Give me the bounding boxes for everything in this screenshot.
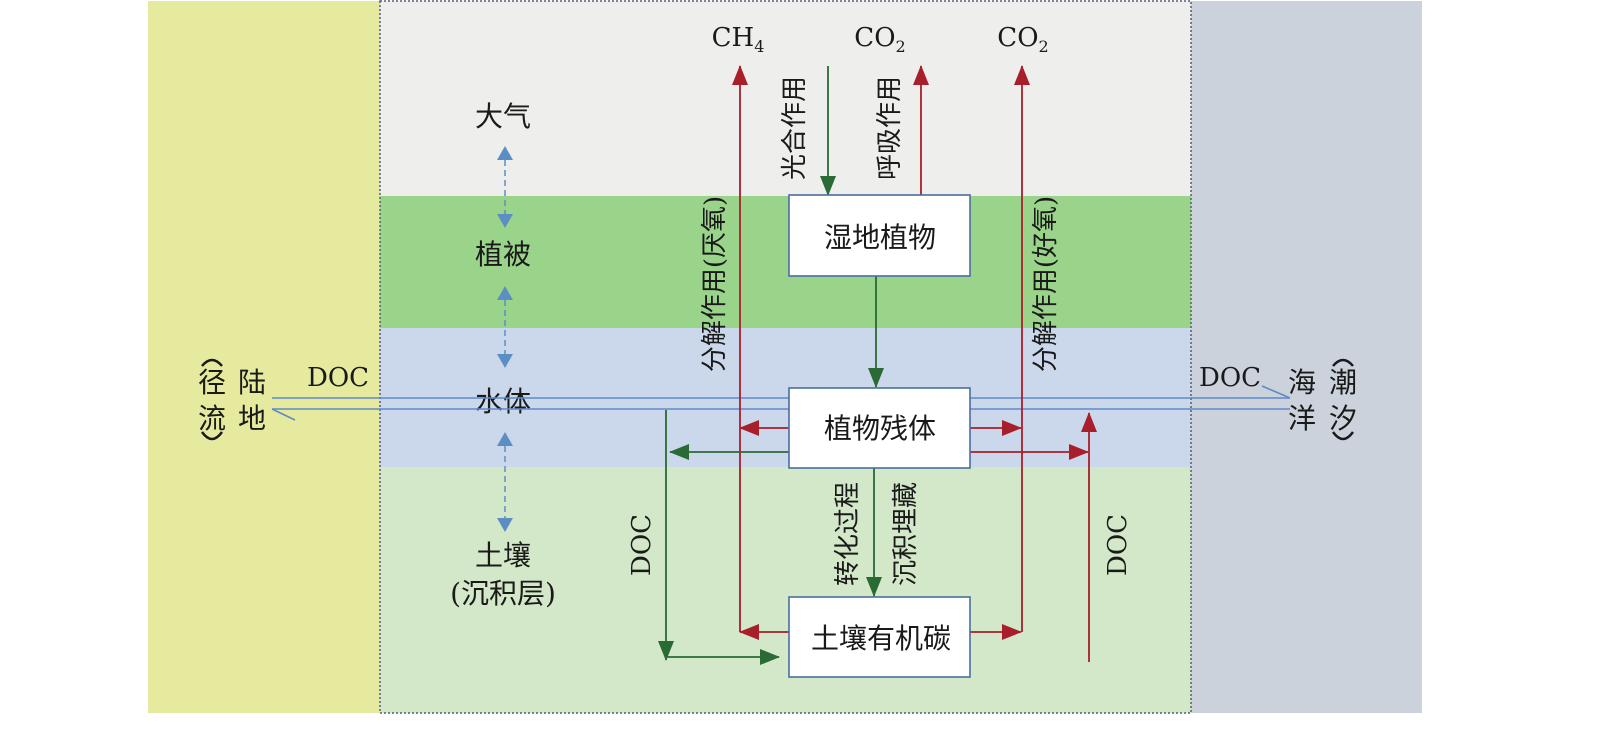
doc-ocean-label: DOC — [1199, 363, 1261, 393]
doc-ocean-tick — [1261, 385, 1291, 399]
layer-label-atmosphere: 大气 — [475, 100, 531, 133]
arrowhead-down-icon — [497, 214, 513, 228]
arrowhead-down-icon — [497, 354, 513, 368]
layer-exchange-arrowheads — [497, 146, 513, 532]
red-flows — [732, 65, 1097, 662]
ocean-region — [1191, 1, 1422, 713]
runoff-label-2: 流 — [198, 402, 226, 435]
box-soil-organic-carbon: 土壤有机碳 — [788, 596, 971, 678]
wetland-boundary — [379, 0, 1192, 714]
ocean-label-2: 洋 — [1288, 402, 1316, 435]
box-plant-residue: 植物残体 — [788, 387, 971, 469]
arrowhead-up-icon — [497, 286, 513, 300]
atmosphere-layer — [380, 1, 1191, 196]
box-soil-organic-carbon-frame — [788, 596, 971, 678]
runoff-paren-bottom — [200, 431, 224, 441]
layer-label-soil: 土壤 — [475, 539, 531, 572]
runoff-paren-top — [201, 358, 223, 367]
process-anaerobic-decomposition-label: 分解作用(厌氧) — [700, 196, 730, 372]
arrowhead-down-icon — [497, 518, 513, 532]
box-wetland-plants-label: 湿地植物 — [824, 221, 936, 254]
vegetation-layer — [380, 196, 1191, 328]
arrowhead-up-icon — [497, 432, 513, 446]
land-label-1: 陆 — [238, 366, 266, 399]
ocean-label-1: 海 — [1288, 366, 1316, 399]
doc-left-vertical-label: DOC — [627, 514, 657, 576]
process-respiration-label: 呼吸作用 — [875, 76, 905, 180]
process-burial-label: 沉积埋藏 — [891, 482, 921, 586]
box-soil-organic-carbon-label: 土壤有机碳 — [811, 622, 951, 655]
tide-paren-top — [1332, 358, 1354, 367]
doc-exchange-lines — [271, 385, 1291, 421]
green-flows — [658, 66, 884, 665]
land-region — [148, 1, 380, 713]
layer-label-water: 水体 — [475, 385, 531, 418]
layer-label-sediment: (沉积层) — [450, 577, 556, 610]
box-wetland-plants-frame — [788, 194, 971, 277]
runoff-label-1: 径 — [198, 366, 226, 399]
process-photosynthesis-label: 光合作用 — [780, 76, 810, 180]
process-aerobic-decomposition-label: 分解作用(好氧) — [1031, 196, 1061, 372]
gas-co2-aerobic-label: CO2 — [997, 23, 1048, 56]
gas-co2-respiration-label: CO2 — [854, 23, 905, 56]
box-plant-residue-label: 植物残体 — [824, 412, 936, 445]
land-label-2: 地 — [238, 402, 266, 435]
tide-label-1: 潮 — [1329, 366, 1357, 399]
doc-right-vertical-label: DOC — [1103, 514, 1133, 576]
soil-layer — [380, 467, 1191, 713]
arrowhead-up-icon — [497, 146, 513, 160]
doc-land-tick — [271, 408, 296, 421]
gas-ch4-label: CH4 — [712, 23, 765, 56]
layer-label-vegetation: 植被 — [475, 238, 531, 271]
doc-land-label: DOC — [307, 363, 369, 393]
tide-paren-bottom — [1331, 431, 1355, 441]
box-plant-residue-frame — [788, 387, 971, 469]
process-transformation-label: 转化过程 — [833, 482, 863, 586]
box-wetland-plants: 湿地植物 — [788, 194, 971, 277]
tide-label-2: 汐 — [1329, 402, 1357, 435]
